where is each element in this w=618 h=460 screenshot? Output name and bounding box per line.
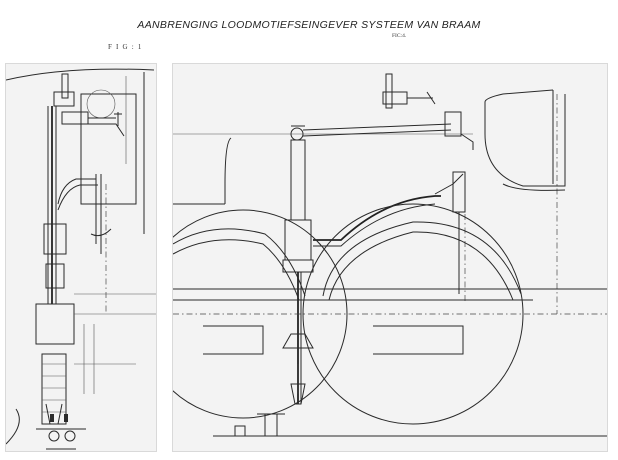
cab-roof-line xyxy=(6,68,155,81)
pipe-1 xyxy=(57,178,96,205)
figure-1-label: F I G : 1 xyxy=(108,43,143,51)
block-middle xyxy=(35,303,75,345)
figure-4-drawing xyxy=(172,63,608,452)
pipe-arc xyxy=(313,195,441,241)
contact-shoe xyxy=(282,333,314,349)
cab-top xyxy=(484,89,554,103)
valve-box-right xyxy=(444,111,462,137)
top-box xyxy=(53,91,75,107)
valve-handle xyxy=(114,112,122,126)
top-rod xyxy=(61,73,69,99)
column-upper xyxy=(290,139,306,221)
coupling-curve xyxy=(6,408,20,445)
column-base xyxy=(282,259,314,273)
wheel-right xyxy=(302,203,524,425)
coupling-ring xyxy=(48,430,60,442)
side-elevation-svg xyxy=(173,73,607,437)
valve-box xyxy=(61,111,89,125)
signal-rod-top xyxy=(302,123,452,131)
cab-front xyxy=(484,94,566,187)
front-elevation-svg xyxy=(6,68,156,450)
firebox-left xyxy=(224,137,232,204)
top-rod xyxy=(385,73,393,109)
document-title: AANBRENGING LOODMOTIEFSEINGEVER SYSTEEM … xyxy=(137,19,481,31)
block-lower xyxy=(41,353,67,425)
splasher-right xyxy=(322,221,522,297)
block-upper xyxy=(43,223,67,255)
valve-arm xyxy=(407,91,436,105)
boiler-panel xyxy=(80,93,137,205)
figure-1-drawing xyxy=(5,63,157,452)
figure-4-label: FIC:4. xyxy=(392,33,407,39)
splasher-left xyxy=(173,228,306,297)
wheel-left xyxy=(173,209,348,419)
track-ramp xyxy=(264,413,278,437)
contact-head xyxy=(290,383,306,405)
